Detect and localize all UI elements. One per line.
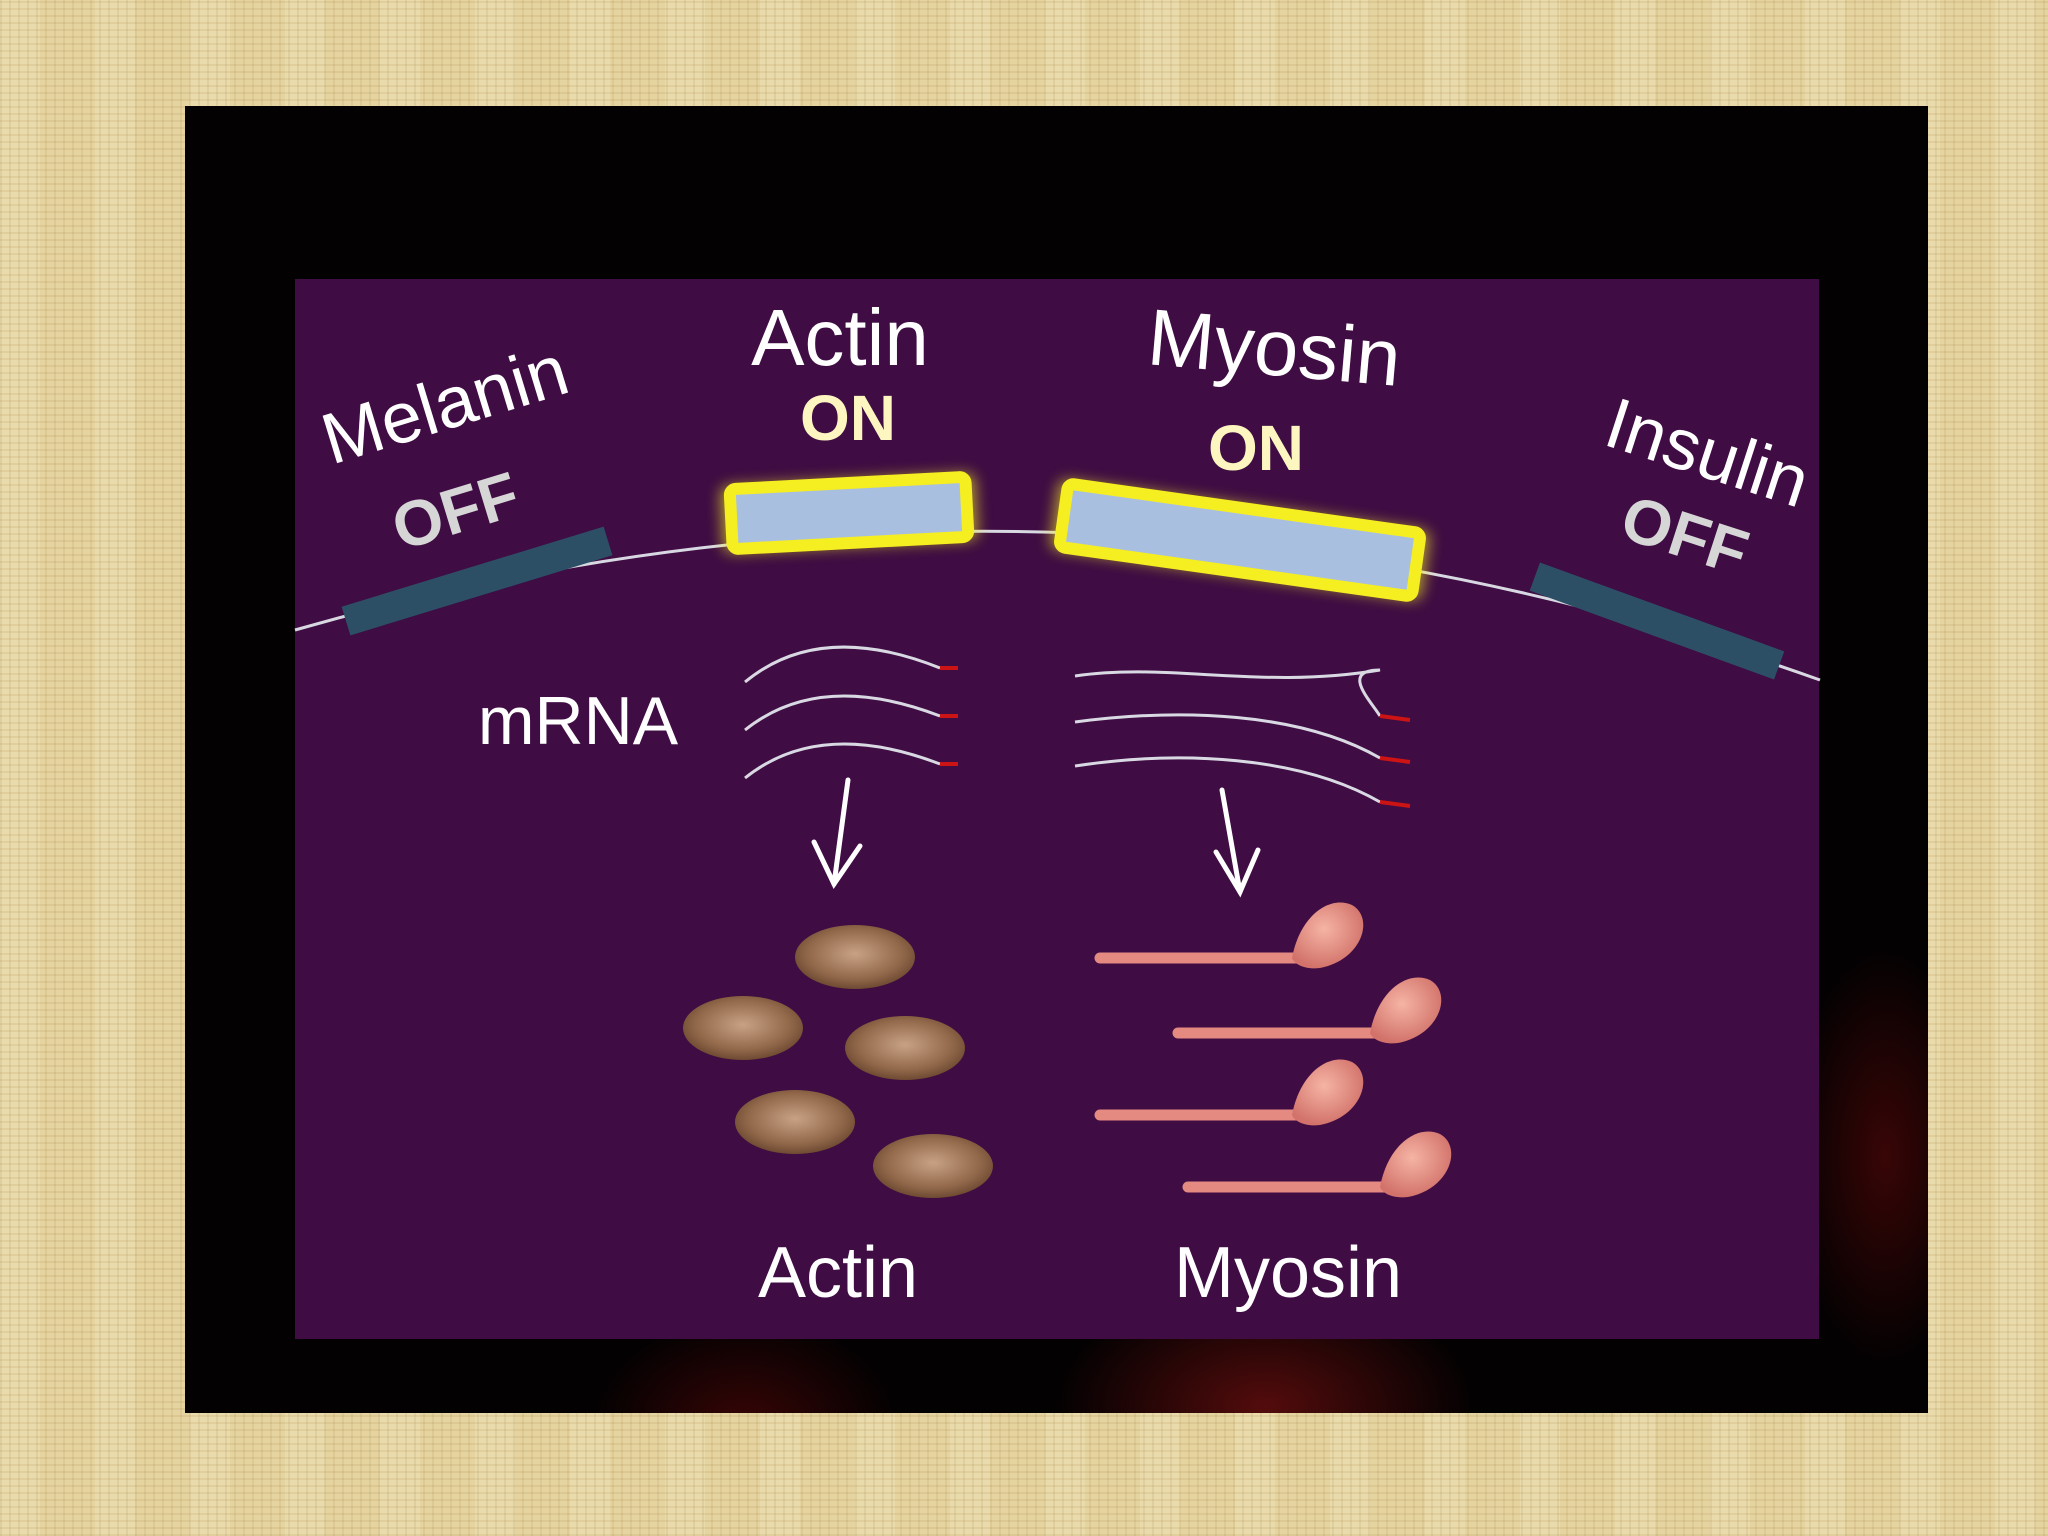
myosin-mrna-group: [1074, 668, 1411, 808]
myosin-arrow: [1213, 787, 1261, 898]
actin-protein: [873, 1134, 993, 1198]
slide-frame: [185, 106, 1928, 1413]
gene-melanin-name: Melanin: [313, 330, 578, 480]
gene-insulin-segment: [1529, 562, 1785, 680]
actin-protein: [735, 1090, 855, 1154]
gene-melanin-state: OFF: [384, 458, 527, 564]
gene-actin-name: Actin: [751, 293, 929, 382]
actin-mrna-strand: [744, 645, 941, 684]
actin-protein: [795, 925, 915, 989]
actin-arrow: [811, 777, 863, 889]
myosin-protein: [1094, 902, 1364, 969]
gene-insulin: Insulin OFF: [1529, 383, 1819, 680]
mrna-label: mRNA: [478, 683, 679, 759]
myosin-mrna-strand: [1074, 756, 1381, 804]
gene-actin: Actin ON: [719, 293, 979, 555]
actin-mrna-group: [744, 645, 958, 780]
actin-protein: [845, 1016, 965, 1080]
actin-mrna-strand: [744, 742, 941, 780]
actin-mrna-strand: [744, 694, 941, 732]
myosin-protein: [1094, 1059, 1364, 1126]
gene-myosin-name: Myosin: [1144, 292, 1404, 403]
gene-myosin-segment: [1054, 478, 1426, 602]
diagram-panel: [295, 279, 1819, 1339]
gene-melanin-segment: [341, 526, 613, 636]
gene-actin-state: ON: [800, 382, 896, 454]
actin-proteins: [683, 925, 993, 1198]
actin-protein: [683, 996, 803, 1060]
gene-myosin-state: ON: [1208, 412, 1304, 484]
myosin-proteins: [1094, 902, 1452, 1198]
myosin-mrna-strand: [1074, 668, 1382, 717]
gene-actin-segment: [723, 471, 975, 555]
myosin-mrna-strand: [1074, 713, 1381, 760]
gene-myosin: Myosin ON: [1050, 292, 1430, 602]
gene-melanin: Melanin OFF: [313, 330, 613, 636]
myosin-product-label: Myosin: [1174, 1233, 1402, 1313]
myosin-protein: [1172, 977, 1442, 1044]
myosin-protein: [1182, 1131, 1452, 1198]
actin-product-label: Actin: [758, 1233, 918, 1313]
